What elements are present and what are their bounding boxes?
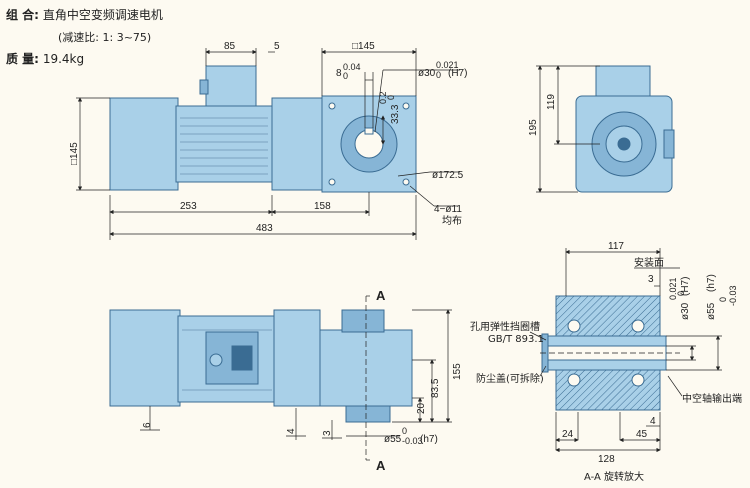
side-view bbox=[575, 65, 675, 193]
dim-bore-depth-tol: 0.2 bbox=[378, 91, 388, 104]
dim-sq145-top: □145 bbox=[352, 41, 375, 52]
dim-keyway-tol2: 0 bbox=[343, 71, 348, 81]
dim-pcd: ø172.5 bbox=[432, 170, 464, 181]
dim-24: 24 bbox=[562, 429, 574, 440]
dim-253: 253 bbox=[180, 201, 197, 212]
front-view-labels: A A 155 83.5 20 6 4 3 ø55 0 -0.03 (h7) bbox=[142, 288, 463, 473]
dim-shaft-d-section: ø55 bbox=[706, 302, 717, 320]
combo-value: 直角中空变频调速电机 bbox=[42, 8, 163, 22]
dim-shaft-tol-front: 0 bbox=[402, 426, 407, 436]
dim-holes: 4−ø11 bbox=[434, 204, 462, 215]
front-nameplate bbox=[231, 345, 253, 371]
dim-5: 5 bbox=[274, 41, 280, 52]
dim-shaft-tol2-front: -0.03 bbox=[402, 436, 423, 446]
dim-bore-tol: 0.021 bbox=[436, 60, 459, 70]
dim-483: 483 bbox=[256, 223, 273, 234]
top-terminal-box bbox=[205, 65, 257, 107]
dim-117: 117 bbox=[608, 241, 624, 252]
front-view-dimensions bbox=[140, 295, 452, 461]
dim-keyway: 8 bbox=[336, 68, 342, 79]
mass-line: 质 量: 19.4kg bbox=[6, 52, 84, 66]
dim-bore-d: ø30 bbox=[418, 68, 436, 79]
mass-label: 质 量: bbox=[6, 52, 39, 66]
ratio-note: (减速比: 1: 3~75) bbox=[58, 31, 152, 44]
top-motor-body bbox=[175, 105, 273, 183]
dim-85: 85 bbox=[224, 41, 236, 52]
dim-bore-tol2: 0 bbox=[436, 70, 441, 80]
dim-bore-tol-section: 0.021 bbox=[668, 277, 678, 300]
combo-line: 组 合: 直角中空变频调速电机 bbox=[6, 8, 163, 22]
label-dust-cover: 防尘盖(可拆除) bbox=[476, 372, 544, 385]
label-circlip: 孔用弹性挡圈槽 bbox=[470, 320, 540, 333]
dim-shaft-d-front: ø55 bbox=[384, 434, 402, 445]
section-bearing-left-bottom bbox=[567, 373, 581, 387]
dim-bore-fit-section: (H7) bbox=[680, 277, 691, 296]
front-motor-fan-cover bbox=[109, 309, 181, 407]
section-bearing-right-top bbox=[631, 319, 645, 333]
top-view-labels: □145 85 5 □145 8 0.04 0 ø30 0.021 0 (H7)… bbox=[69, 41, 467, 234]
section-view-dimensions bbox=[529, 248, 722, 453]
front-gear-adapter bbox=[273, 309, 321, 407]
dim-shaft-tol-section: 0 bbox=[718, 297, 728, 302]
dim-shaft-fit-front: (h7) bbox=[420, 434, 438, 445]
front-shaft-boss bbox=[345, 405, 391, 423]
side-view-dimensions bbox=[536, 65, 600, 193]
section-title: A-A 旋转放大 bbox=[584, 470, 644, 483]
top-motor-fan-cover bbox=[109, 97, 179, 191]
side-terminal-box bbox=[595, 65, 651, 99]
section-bearing-left-top bbox=[567, 319, 581, 333]
label-shaft-output: 中空轴输出端 bbox=[682, 392, 742, 405]
section-mark-bottom: A bbox=[376, 458, 386, 473]
top-gear-adapter bbox=[271, 97, 325, 191]
dim-45: 45 bbox=[636, 429, 648, 440]
label-mount-face: 安装面 bbox=[634, 256, 664, 269]
dim-shaft-tol2-section: -0.03 bbox=[728, 285, 738, 306]
section-view-labels: 117 安装面 3 ø30 0.021 0 (H7) ø55 0 -0.03 (… bbox=[470, 241, 742, 483]
dim-bore-tol2-section: 0 bbox=[676, 291, 686, 296]
front-gearbox-top bbox=[341, 309, 385, 333]
combo-label: 组 合: bbox=[6, 8, 39, 22]
dim-shaft-fit-section: (h7) bbox=[706, 274, 717, 292]
dim-6: 6 bbox=[142, 422, 153, 428]
label-circlip-std: GB/T 893.1 bbox=[488, 334, 544, 345]
dim-bore-depth-tol2: 0 bbox=[386, 95, 396, 100]
dim-bore-depth: 33.3 bbox=[390, 104, 401, 124]
dim-bore-d-section: ø30 bbox=[680, 302, 691, 320]
dim-keyway-tol: 0.04 bbox=[343, 62, 361, 72]
dim-4-front: 4 bbox=[286, 428, 297, 434]
top-view-dimensions bbox=[76, 48, 460, 240]
dim-3-front: 3 bbox=[322, 430, 333, 436]
section-mark-top: A bbox=[376, 288, 386, 303]
dim-bore-fit: (H7) bbox=[448, 68, 467, 79]
dim-155: 155 bbox=[452, 363, 463, 380]
top-view bbox=[109, 65, 417, 193]
dim-158: 158 bbox=[314, 201, 331, 212]
dim-195: 195 bbox=[528, 119, 539, 136]
section-bearing-right-bottom bbox=[631, 373, 645, 387]
dim-3-section: 3 bbox=[648, 274, 654, 285]
front-view bbox=[109, 309, 413, 423]
dim-119: 119 bbox=[546, 94, 557, 110]
dim-83-5: 83.5 bbox=[430, 378, 441, 398]
mass-value: 19.4kg bbox=[42, 52, 85, 66]
dim-4-section: 4 bbox=[650, 416, 656, 427]
dim-20: 20 bbox=[416, 402, 427, 414]
dim-128: 128 bbox=[598, 454, 615, 465]
dim-holes-note: 均布 bbox=[442, 215, 462, 227]
dim-sq145-left: □145 bbox=[69, 142, 80, 165]
